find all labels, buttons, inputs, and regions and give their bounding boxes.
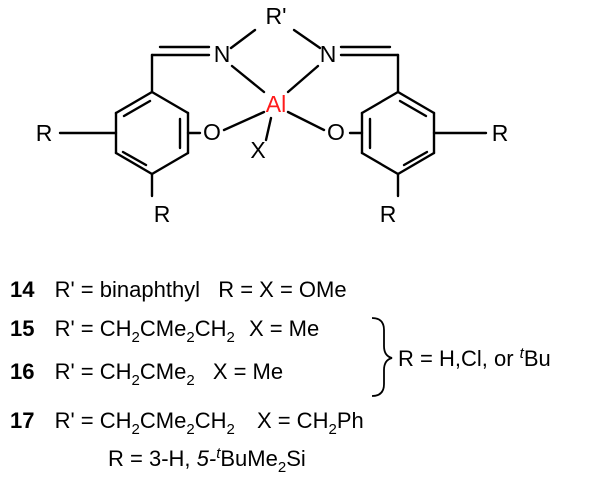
- compound-number-17: 17: [10, 408, 34, 433]
- compound-15-x: X = Me: [249, 316, 319, 341]
- imine-nitrogen-right: N: [320, 41, 337, 67]
- ring-right-bond-6: [360, 90, 400, 115]
- bond-n-al-left: [230, 64, 266, 94]
- aluminum-center: Al: [266, 91, 286, 117]
- right-aryl-ring: R R: [339, 45, 509, 227]
- bond-bridge-right: [292, 28, 322, 50]
- ring-right-bond-3: [396, 151, 436, 176]
- ring-right-inner-2: [402, 150, 429, 167]
- compound-number-14: 14: [10, 277, 35, 302]
- shared-r-brace: [371, 317, 393, 397]
- para-substituent-left: R: [36, 120, 53, 146]
- salen-al-structure: R' N N Al O O X: [36, 3, 509, 227]
- compound-14-r-prime: R' = binaphthyl: [55, 277, 200, 302]
- ring-right-bond-1: [396, 90, 436, 115]
- imine-nitrogen-left: N: [214, 41, 231, 67]
- phenoxide-oxygen-left: O: [203, 119, 221, 145]
- ring-left-inner-3: [122, 99, 152, 118]
- compound-14-row: 14 R' = binaphthyl R = X = OMe: [10, 277, 347, 302]
- bond-al-x: [264, 116, 273, 142]
- ring-right-inner-3: [398, 99, 428, 118]
- ring-left-bond-4: [114, 151, 154, 176]
- bridge-substituent-label: R': [265, 3, 286, 29]
- compound-17-row: 17 R' = CH2CMe2CH2 X = CH2Ph: [10, 408, 364, 439]
- ring-left-bond-3: [150, 151, 190, 176]
- ring-left-bond-6: [114, 90, 154, 115]
- ortho-substituent-right: R: [380, 201, 397, 227]
- compound-16-x: X = Me: [213, 359, 283, 384]
- ring-left-inner-2: [121, 150, 148, 167]
- compound-15-row: 15 R' = CH2CMe2CH2 X = Me: [10, 316, 319, 347]
- compound-14-spec: R = X = OMe: [218, 277, 346, 302]
- left-aryl-ring: R R: [36, 45, 211, 227]
- bond-bridge-left: [229, 28, 257, 50]
- ring-right-bond-4: [360, 151, 400, 176]
- compound-17-x: X = CH: [257, 408, 329, 433]
- phenoxide-oxygen-right: O: [327, 119, 345, 145]
- compound-16-row: 16 R' = CH2CMe2 X = Me: [10, 359, 283, 390]
- compound-number-16: 16: [10, 359, 34, 384]
- ortho-substituent-left: R: [154, 201, 171, 227]
- axial-ligand-label: X: [250, 137, 265, 163]
- bond-n-al-right: [286, 64, 320, 94]
- para-substituent-right: R: [492, 120, 509, 146]
- bond-al-o-left: [222, 110, 266, 132]
- compound-17-r-line: R = 3-H, 5-tBuMe2Si: [108, 445, 306, 476]
- compound-definitions: 14 R' = binaphthyl R = X = OMe 15 R' = C…: [10, 277, 551, 476]
- brace-r-note: R = H,Cl, or tBu: [398, 345, 551, 371]
- compound-number-15: 15: [10, 316, 34, 341]
- ring-left-bond-1: [150, 90, 190, 115]
- bond-al-o-right: [286, 110, 326, 132]
